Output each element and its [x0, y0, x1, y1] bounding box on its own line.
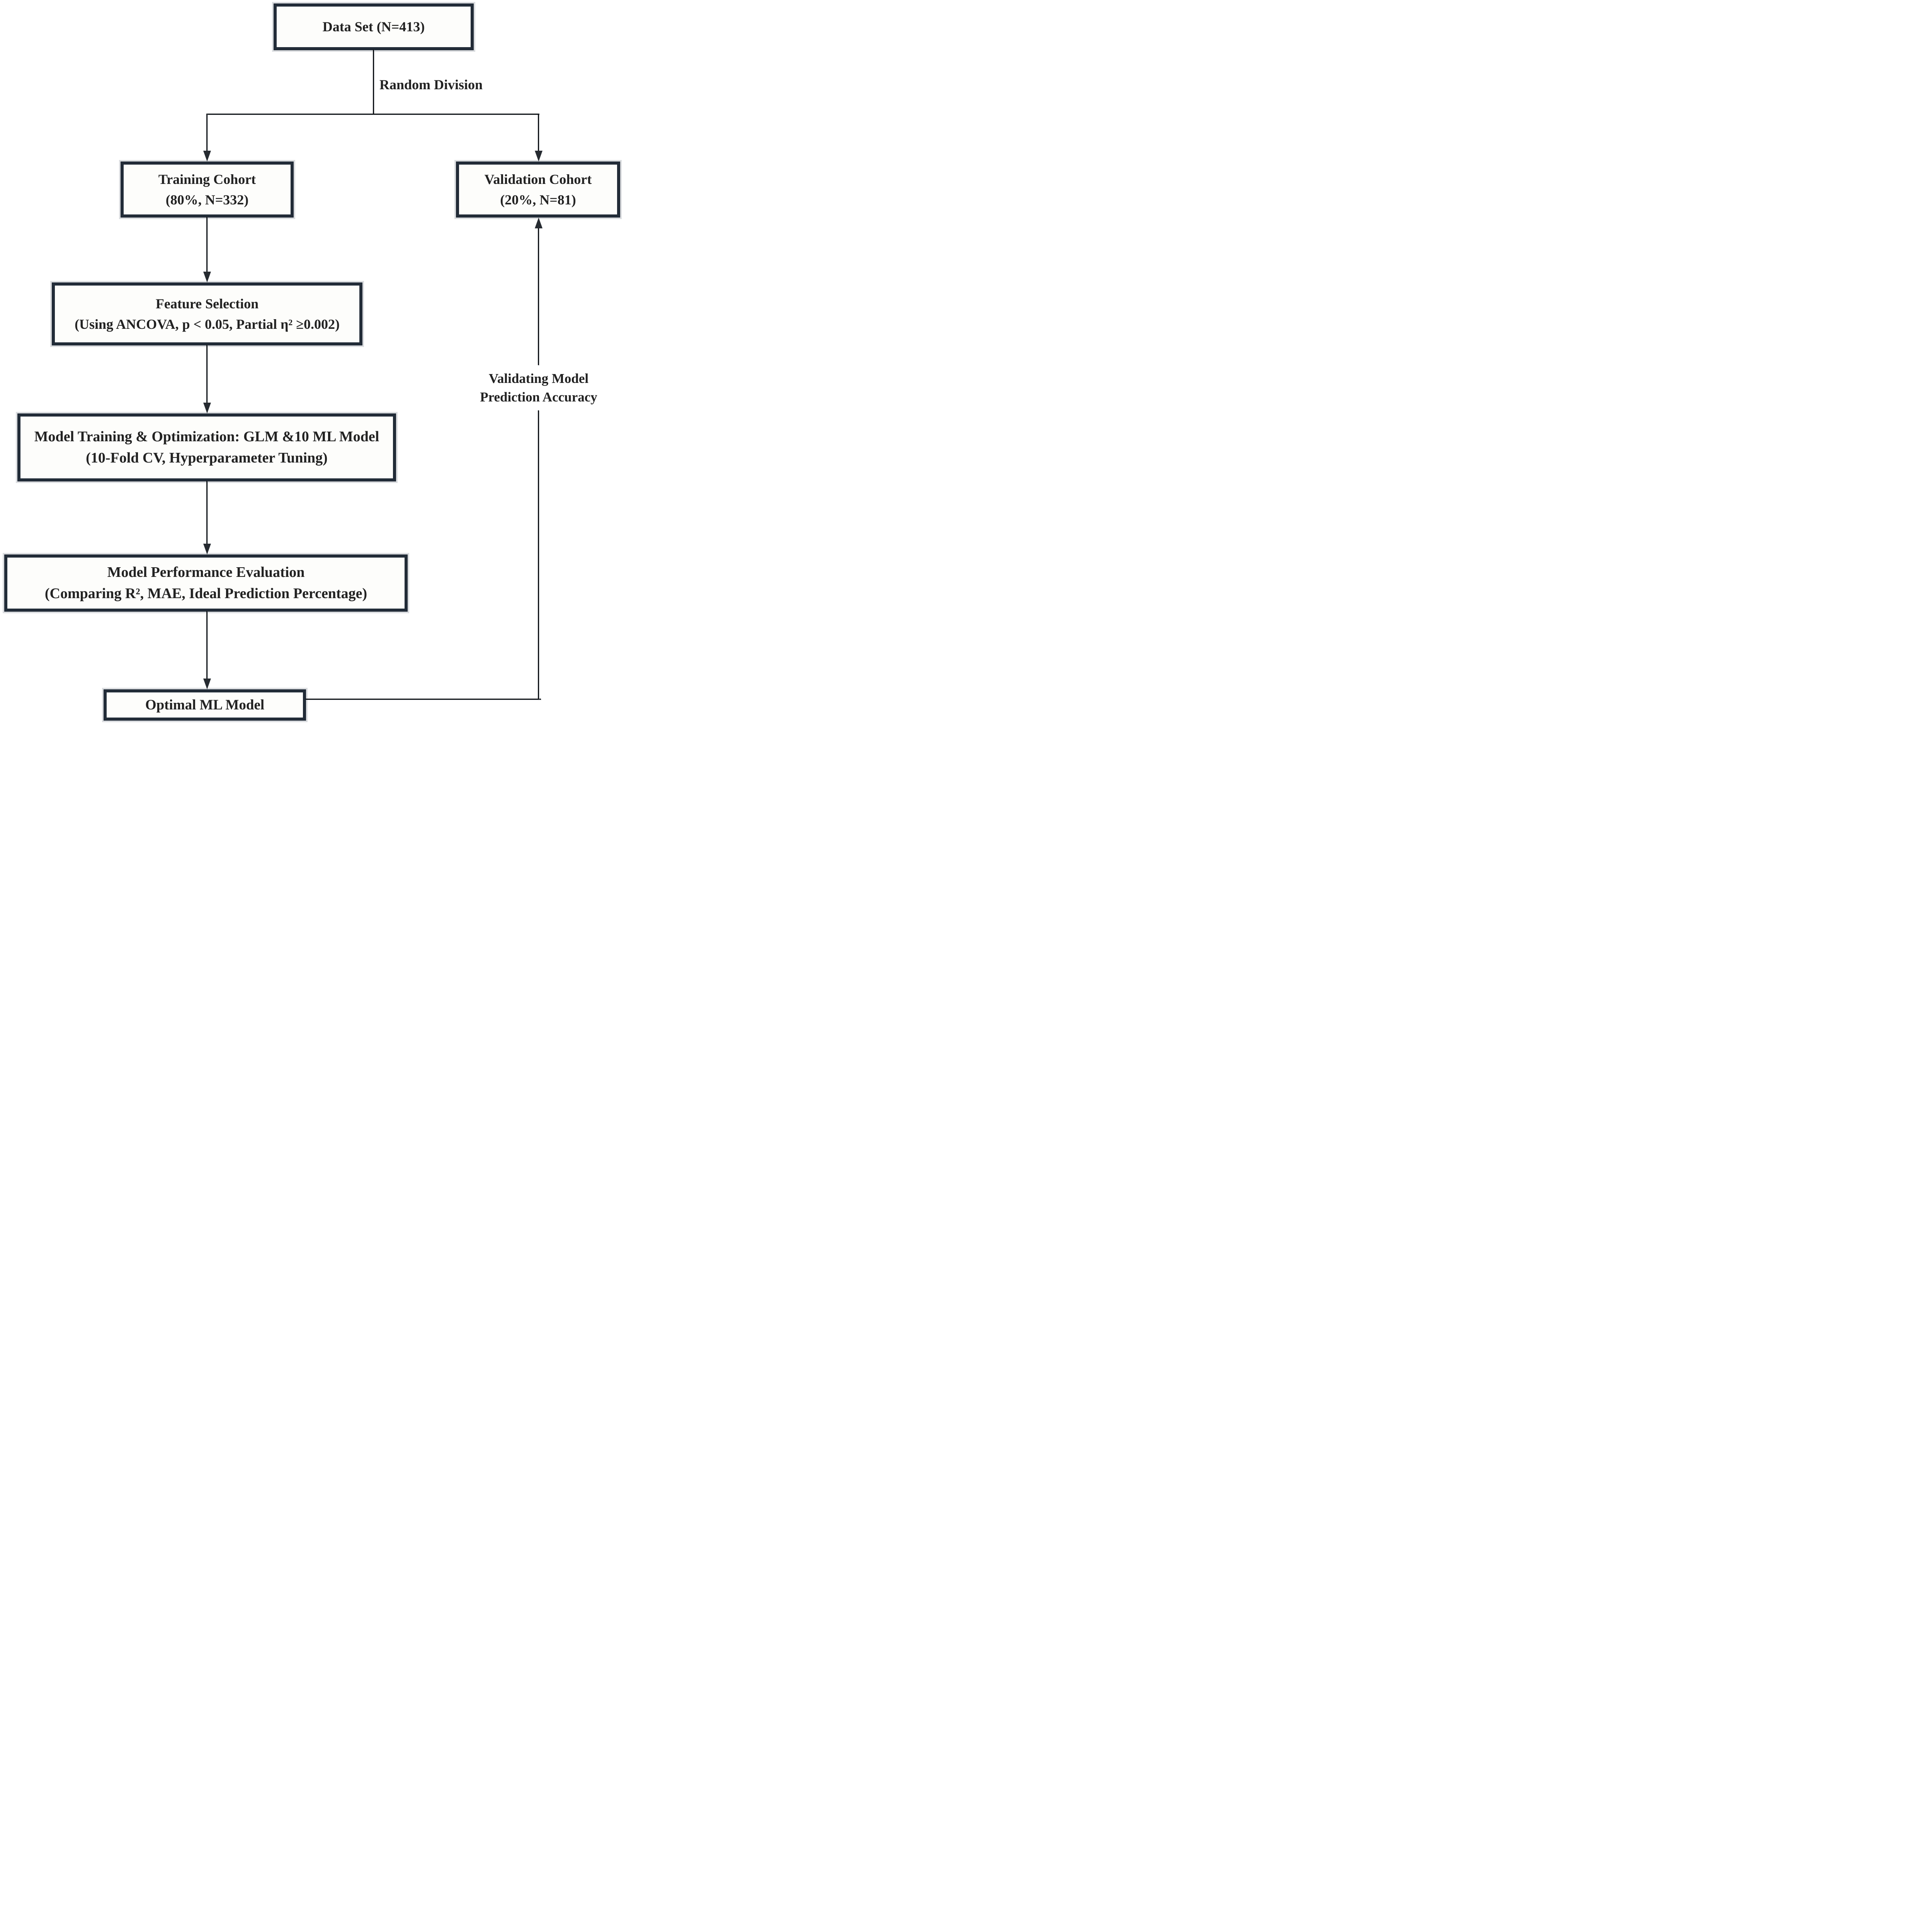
- node-optimal-ml-model-label: Optimal ML Model: [145, 697, 265, 713]
- connector-split-to-training: [206, 114, 207, 153]
- arrowhead-down-icon: [203, 544, 211, 554]
- edge-label-random-division: Random Division: [379, 77, 483, 92]
- connector-validating-upper: [538, 226, 539, 365]
- connector-validating-lower: [538, 410, 539, 700]
- connector-training-to-feature: [206, 217, 207, 274]
- connector-evaluation-to-optimal: [206, 611, 207, 681]
- edge-label-validating: Validating Model Prediction Accuracy: [461, 369, 616, 406]
- connector-split-horizontal: [206, 114, 539, 115]
- arrowhead-down-icon: [535, 151, 543, 162]
- node-feature-selection-sublabel: (Using ANCOVA, p < 0.05, Partial η² ≥0.0…: [75, 316, 340, 332]
- node-model-training: Model Training & Optimization: GLM &10 M…: [17, 413, 396, 481]
- arrowhead-up-icon: [535, 218, 543, 228]
- node-data-set-label: Data Set (N=413): [322, 19, 425, 35]
- node-feature-selection: Feature Selection (Using ANCOVA, p < 0.0…: [52, 282, 362, 345]
- node-training-cohort-sublabel: (80%, N=332): [165, 192, 249, 207]
- node-feature-selection-label: Feature Selection: [155, 296, 259, 312]
- connector-feature-to-model: [206, 345, 207, 405]
- node-data-set: Data Set (N=413): [274, 3, 474, 50]
- node-model-training-sublabel: (10-Fold CV, Hyperparameter Tuning): [86, 450, 328, 466]
- node-validation-cohort-sublabel: (20%, N=81): [500, 192, 576, 207]
- connector-dataset-to-split: [373, 49, 374, 114]
- node-training-cohort: Training Cohort (80%, N=332): [121, 162, 294, 218]
- node-validation-cohort: Validation Cohort (20%, N=81): [456, 162, 620, 218]
- connector-split-to-validation: [538, 114, 539, 153]
- connector-model-to-evaluation: [206, 481, 207, 546]
- edge-label-validating-line2: Prediction Accuracy: [480, 389, 597, 405]
- arrowhead-down-icon: [203, 403, 211, 413]
- node-performance-evaluation-label: Model Performance Evaluation: [107, 564, 305, 580]
- arrowhead-down-icon: [203, 272, 211, 282]
- node-model-training-label: Model Training & Optimization: GLM &10 M…: [34, 428, 379, 445]
- node-performance-evaluation: Model Performance Evaluation (Comparing …: [4, 554, 408, 612]
- node-validation-cohort-label: Validation Cohort: [484, 172, 592, 187]
- edge-label-validating-line1: Validating Model: [488, 371, 589, 386]
- connector-optimal-horizontal: [305, 699, 541, 700]
- node-training-cohort-label: Training Cohort: [158, 172, 256, 187]
- node-performance-evaluation-sublabel: (Comparing R², MAE, Ideal Prediction Per…: [44, 585, 367, 602]
- node-optimal-ml-model: Optimal ML Model: [104, 689, 306, 721]
- arrowhead-down-icon: [203, 679, 211, 689]
- flowchart-canvas: Data Set (N=413) Training Cohort (80%, N…: [0, 0, 623, 729]
- arrowhead-down-icon: [203, 151, 211, 162]
